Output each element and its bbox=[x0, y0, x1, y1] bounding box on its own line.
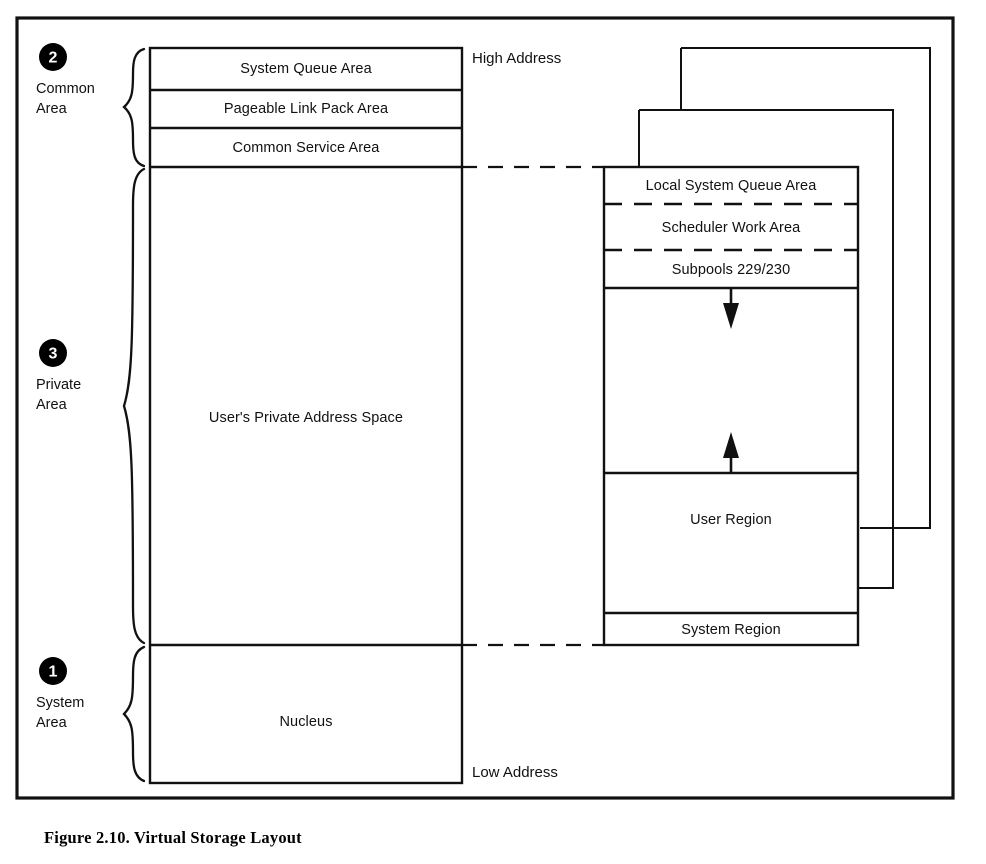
main-band-label-3: User's Private Address Space bbox=[209, 410, 403, 426]
bracket-label-system-area-line2: Area bbox=[36, 715, 68, 731]
high-address-label: High Address bbox=[472, 50, 561, 67]
main-band-label-2: Common Service Area bbox=[233, 140, 381, 156]
badge-number-common-area: 2 bbox=[49, 50, 58, 67]
up-arrow-icon bbox=[723, 432, 739, 473]
badge-circle-private-area bbox=[39, 339, 67, 367]
badge-number-private-area: 3 bbox=[49, 346, 58, 363]
address-space-box-middle bbox=[639, 109, 894, 589]
bracket-system-area bbox=[122, 645, 146, 783]
address-space-row-label-2: Subpools 229/230 bbox=[672, 262, 791, 278]
bracket-label-private-area-line2: Area bbox=[36, 397, 68, 413]
main-storage-column bbox=[148, 46, 464, 785]
bracket-label-private-area-line1: Private bbox=[36, 377, 81, 393]
address-space-row-label-3: User Region bbox=[690, 512, 772, 528]
address-space-row-label-0: Local System Queue Area bbox=[646, 178, 818, 194]
main-band-label-1: Pageable Link Pack Area bbox=[224, 101, 389, 117]
main-band-label-4: Nucleus bbox=[279, 714, 332, 730]
address-space-box-front bbox=[602, 165, 860, 647]
main-band-label-0: System Queue Area bbox=[240, 61, 372, 77]
address-space-box-back bbox=[681, 47, 931, 529]
badge-circle-common-area bbox=[39, 43, 67, 71]
bracket-label-common-area-line1: Common bbox=[36, 81, 95, 97]
bracket-label-common-area-line2: Area bbox=[36, 101, 68, 117]
figure-caption: Figure 2.10. Virtual Storage Layout bbox=[44, 828, 302, 847]
outer-frame bbox=[15, 16, 955, 800]
badge-number-system-area: 1 bbox=[49, 664, 58, 681]
bracket-common-area bbox=[122, 47, 146, 168]
low-address-label: Low Address bbox=[472, 764, 558, 781]
badge-circle-system-area bbox=[39, 657, 67, 685]
down-arrow-icon bbox=[723, 288, 739, 329]
bracket-label-system-area-line1: System bbox=[36, 695, 84, 711]
address-space-row-label-4: System Region bbox=[681, 622, 781, 638]
address-space-row-label-1: Scheduler Work Area bbox=[662, 220, 801, 236]
bracket-private-area bbox=[122, 167, 146, 645]
